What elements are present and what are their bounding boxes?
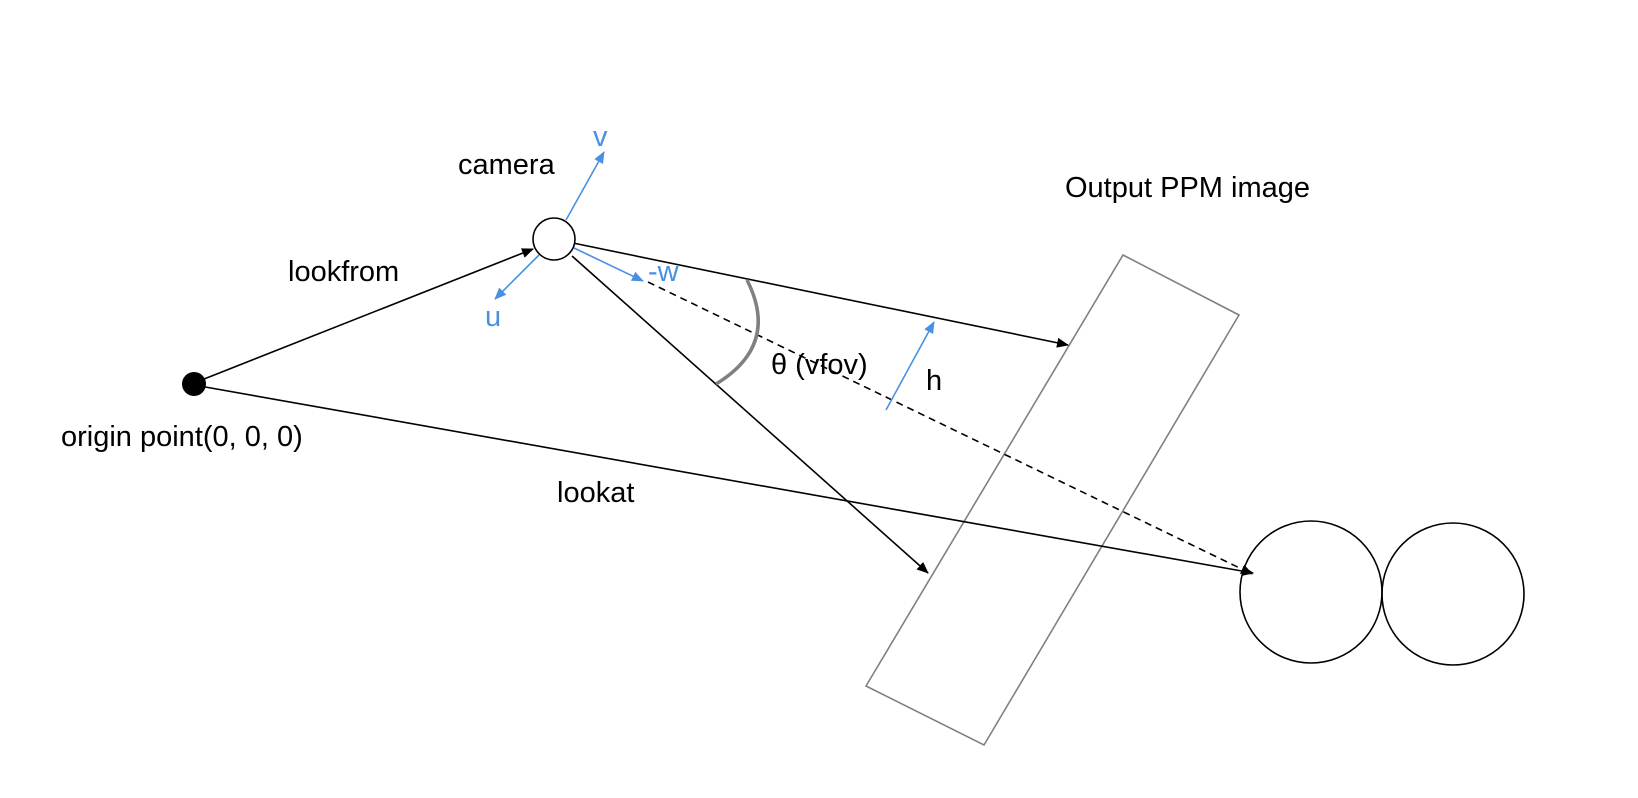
frustum-lower-ray [571, 255, 929, 574]
neg-w-vector-arrow [573, 247, 644, 282]
v-vector-arrow [565, 151, 605, 221]
origin-label: origin point(0, 0, 0) [61, 421, 303, 453]
v-label: v [593, 121, 608, 153]
lookat-label: lookat [557, 477, 634, 509]
theta-vfov-label: θ (vfov) [771, 349, 868, 381]
output-image-title: Output PPM image [1065, 172, 1310, 204]
lookat-arrow [193, 384, 1254, 577]
frustum-upper-ray [572, 242, 1069, 348]
camera-label: camera [458, 149, 556, 181]
lookfrom-label: lookfrom [288, 256, 399, 288]
h-arrow [885, 321, 935, 411]
view-direction-dashed [647, 281, 1253, 575]
origin-point-dot [182, 372, 206, 396]
sphere-left [1239, 520, 1383, 664]
fov-arc [715, 279, 760, 386]
sphere-right [1381, 522, 1525, 666]
lookfrom-arrow [193, 248, 534, 384]
neg-w-label: -w [648, 256, 680, 288]
camera-circle [532, 217, 576, 261]
u-vector-arrow [494, 254, 540, 300]
h-label: h [926, 365, 942, 397]
u-label: u [485, 301, 501, 333]
output-image-plane [864, 253, 1241, 747]
